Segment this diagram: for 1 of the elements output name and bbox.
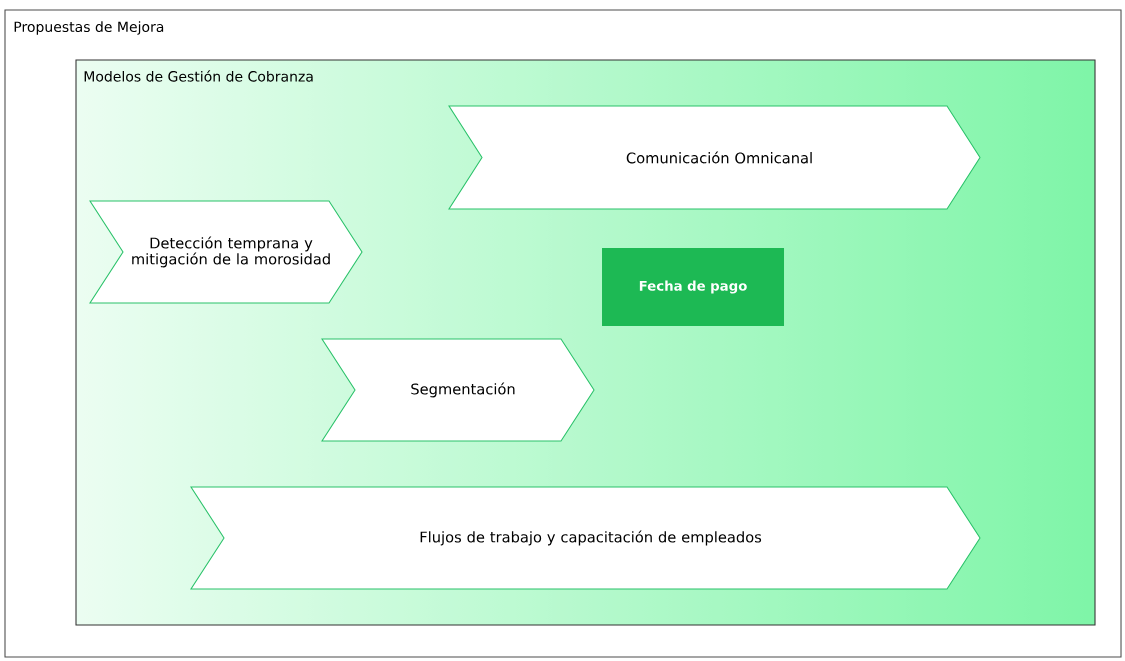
highlight-box: Fecha de pago [602,248,784,326]
